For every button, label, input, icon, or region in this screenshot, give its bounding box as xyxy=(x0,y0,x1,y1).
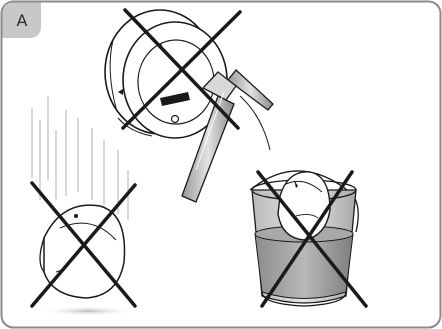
water-warning xyxy=(250,171,366,306)
panel-label: A xyxy=(3,3,41,38)
panel-label-text: A xyxy=(3,3,41,38)
